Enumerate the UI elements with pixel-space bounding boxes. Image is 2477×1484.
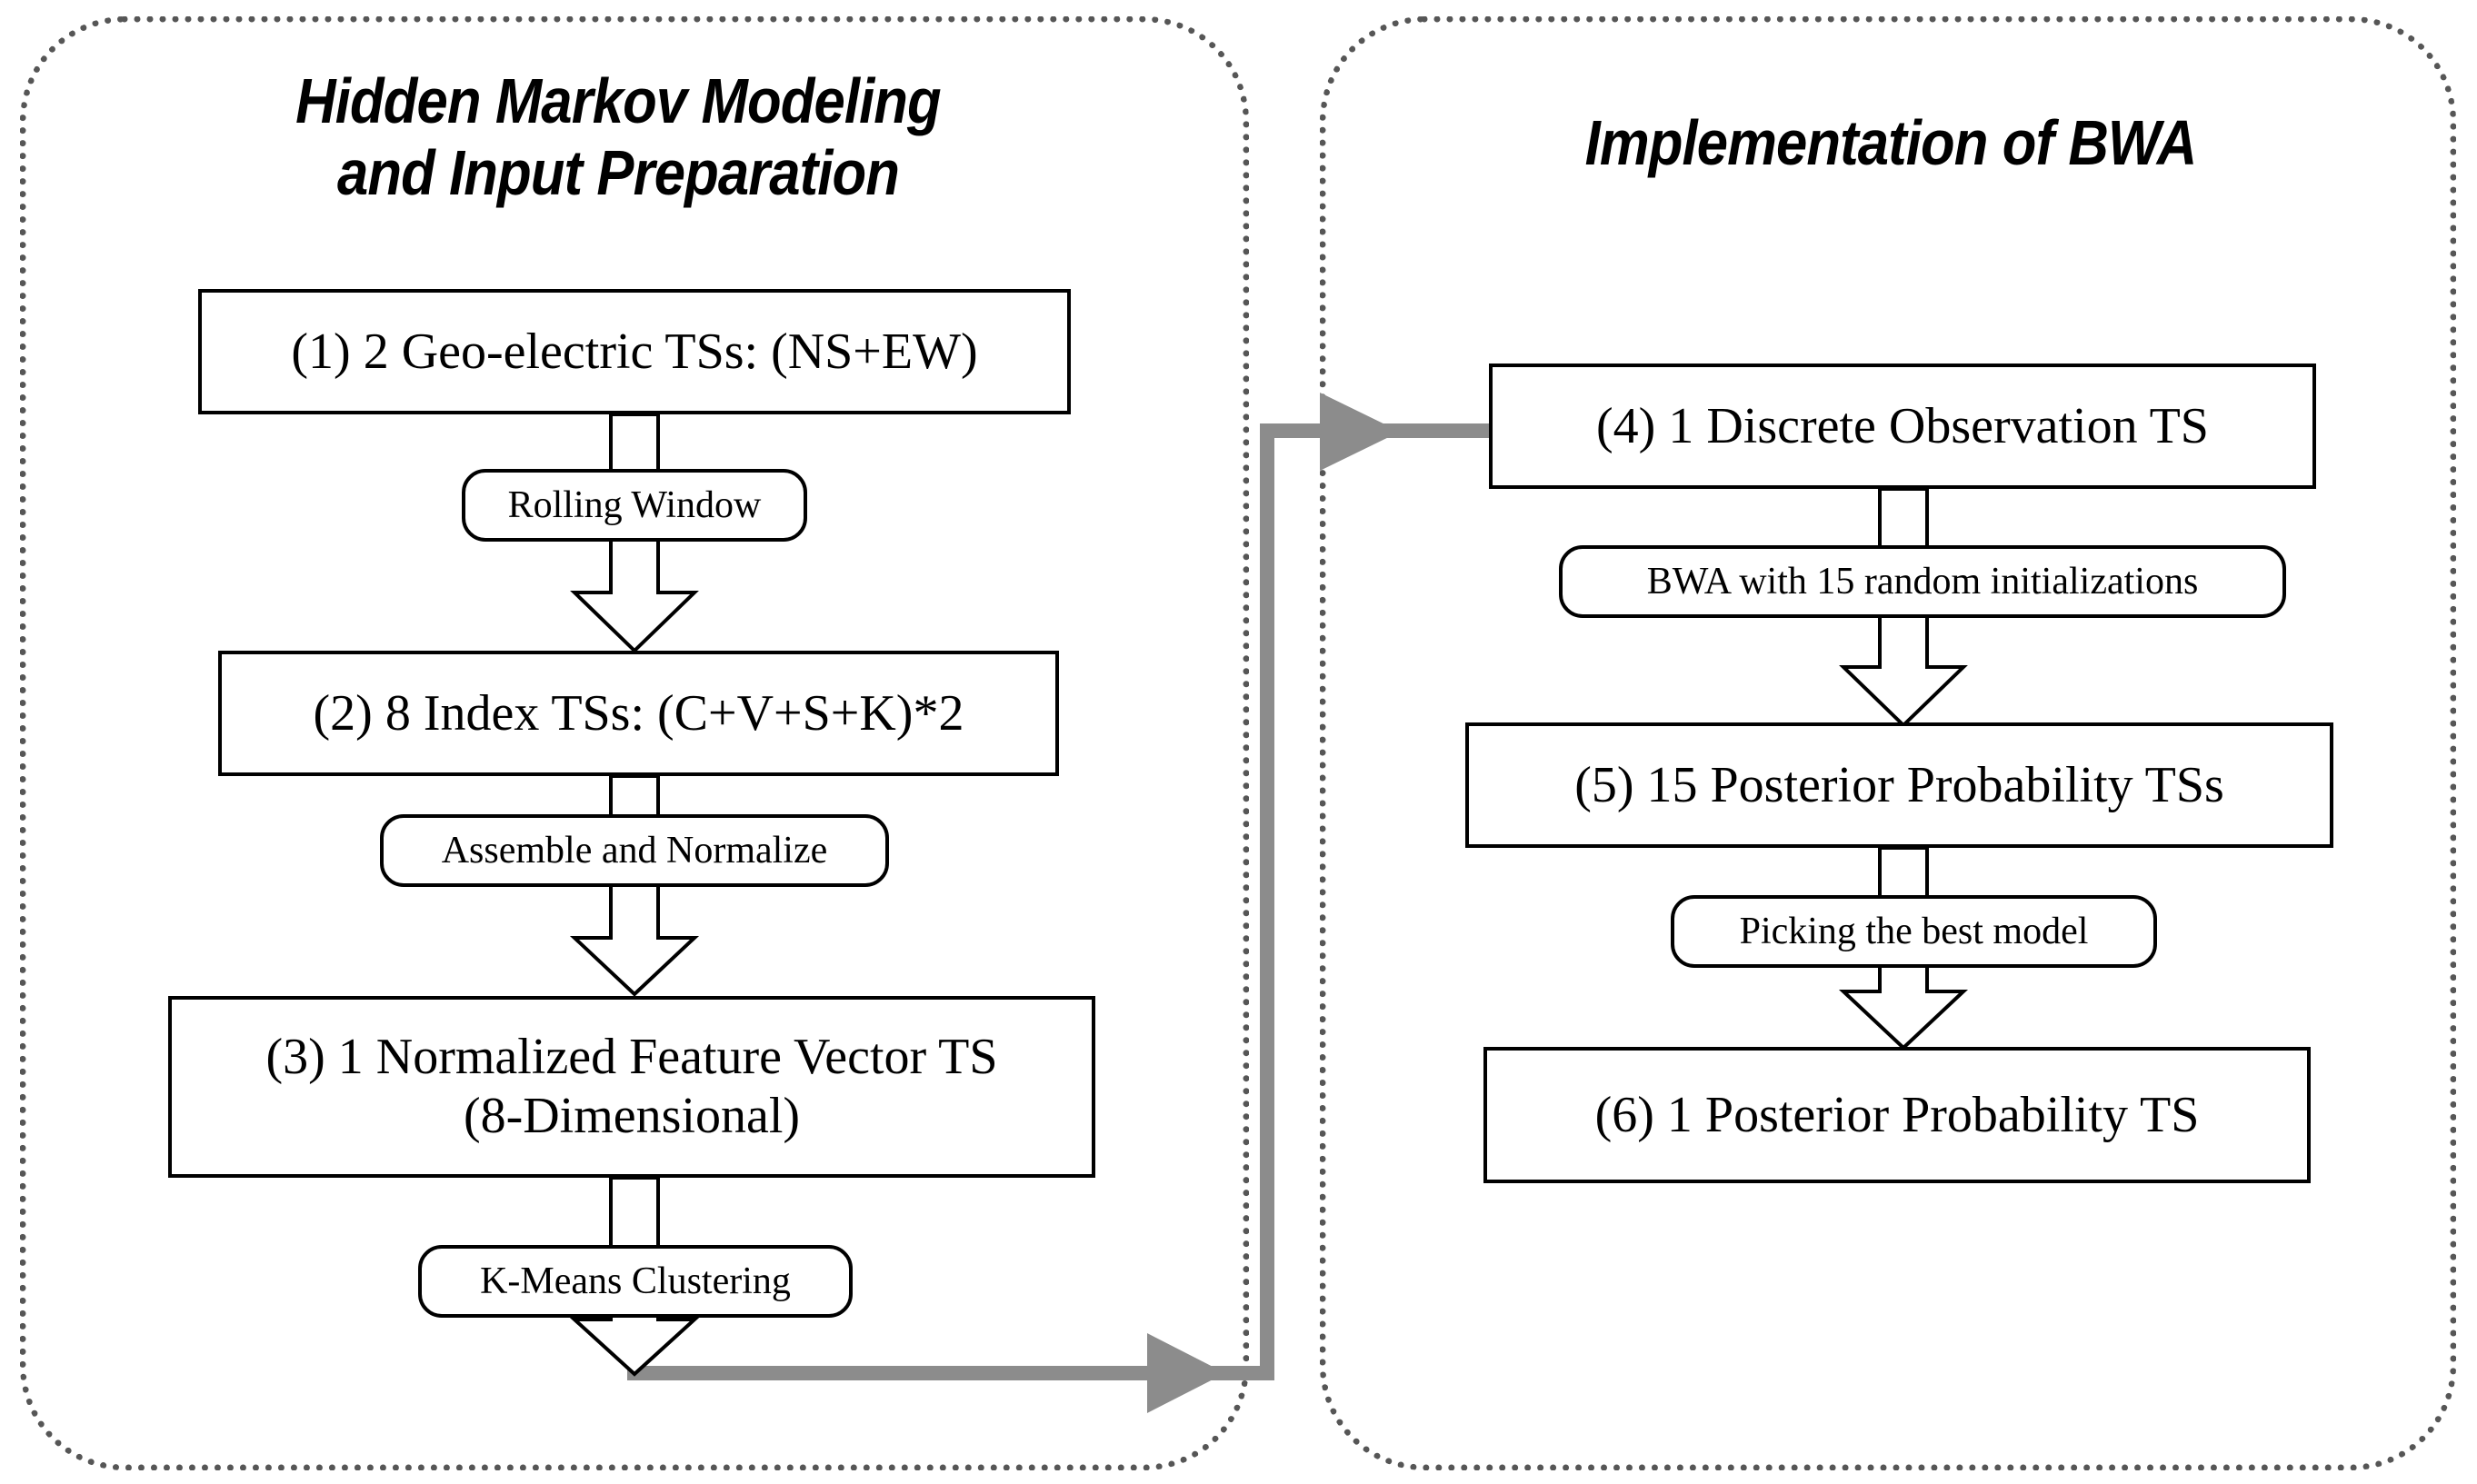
edge-label-k-means-clustering[interactable]: K-Means Clustering [418, 1245, 853, 1318]
edge-label-assemble-and-normalize[interactable]: Assemble and Normalize [380, 814, 889, 887]
node-box-4-discrete-observation-ts[interactable]: (4) 1 Discrete Observation TS [1489, 364, 2316, 489]
node-box-5-posterior-probability-tss[interactable]: (5) 15 Posterior Probability TSs [1465, 722, 2333, 848]
node-box-6-posterior-probability-ts[interactable]: (6) 1 Posterior Probability TS [1483, 1047, 2311, 1183]
edge-label-bwa-random-initializations[interactable]: BWA with 15 random initializations [1559, 545, 2286, 618]
node-box-1-geo-electric-ts[interactable]: (1) 2 Geo-electric TSs: (NS+EW) [198, 289, 1071, 414]
panel-title-right: Implementation of BWA [1584, 107, 2198, 178]
node-box-3-normalized-feature-vector-ts[interactable]: (3) 1 Normalized Feature Vector TS (8-Di… [168, 996, 1095, 1178]
edge-label-picking-the-best-model[interactable]: Picking the best model [1671, 895, 2157, 968]
node-box-2-index-ts[interactable]: (2) 8 Index TSs: (C+V+S+K)*2 [218, 651, 1059, 776]
edge-label-rolling-window[interactable]: Rolling Window [462, 469, 807, 542]
panel-title-left: Hidden Markov Modeling and Input Prepara… [295, 65, 942, 209]
